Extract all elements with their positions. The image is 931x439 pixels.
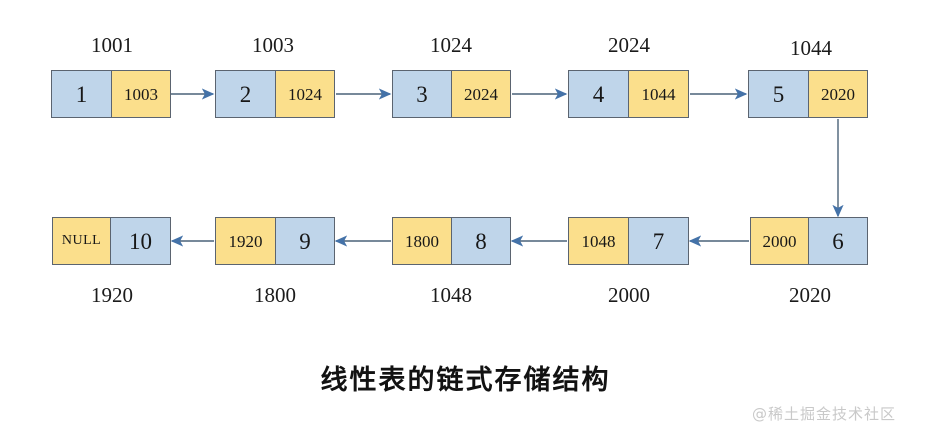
node-1920-pointer: NULL <box>53 218 111 264</box>
node-1003-data: 2 <box>216 71 275 117</box>
node-1024-pointer: 2024 <box>451 71 510 117</box>
node-1048[interactable]: 1800 8 <box>392 217 511 265</box>
node-2020-data: 6 <box>808 218 867 264</box>
node-1800[interactable]: 1920 9 <box>215 217 335 265</box>
address-label-1048: 1048 <box>430 283 472 307</box>
node-2000-data: 7 <box>628 218 688 264</box>
node-1800-data: 9 <box>274 218 334 264</box>
address-label-1044: 1044 <box>790 36 832 60</box>
address-label-1001: 1001 <box>91 33 133 57</box>
address-label-1024: 1024 <box>430 33 472 57</box>
node-1048-data: 8 <box>451 218 510 264</box>
node-2020-pointer: 2000 <box>751 218 809 264</box>
node-2000-pointer: 1048 <box>569 218 628 264</box>
diagram-title: 线性表的链式存储结构 <box>320 365 611 396</box>
node-2000[interactable]: 1048 7 <box>568 217 689 265</box>
address-label-2020: 2020 <box>789 283 831 307</box>
node-1920-data: 10 <box>110 218 170 264</box>
address-label-2024: 2024 <box>608 33 650 57</box>
address-label-2000: 2000 <box>608 283 650 307</box>
address-label-1003: 1003 <box>252 33 294 57</box>
node-1920[interactable]: NULL 10 <box>52 217 171 265</box>
node-1003[interactable]: 2 1024 <box>215 70 335 118</box>
node-1044-data: 5 <box>749 71 808 117</box>
node-1044[interactable]: 5 2020 <box>748 70 868 118</box>
node-2024-data: 4 <box>569 71 628 117</box>
node-1001-pointer: 1003 <box>110 71 170 117</box>
node-1001-data: 1 <box>52 71 111 117</box>
address-label-1800: 1800 <box>254 283 296 307</box>
node-2020[interactable]: 2000 6 <box>750 217 868 265</box>
watermark: @稀土掘金技术社区 <box>752 405 897 423</box>
node-1048-pointer: 1800 <box>393 218 451 264</box>
node-1024[interactable]: 3 2024 <box>392 70 511 118</box>
node-2024[interactable]: 4 1044 <box>568 70 689 118</box>
node-1003-pointer: 1024 <box>274 71 334 117</box>
node-1800-pointer: 1920 <box>216 218 275 264</box>
node-1024-data: 3 <box>393 71 451 117</box>
node-2024-pointer: 1044 <box>628 71 688 117</box>
node-1001[interactable]: 1 1003 <box>51 70 171 118</box>
address-label-1920: 1920 <box>91 283 133 307</box>
node-1044-pointer: 2020 <box>807 71 867 117</box>
